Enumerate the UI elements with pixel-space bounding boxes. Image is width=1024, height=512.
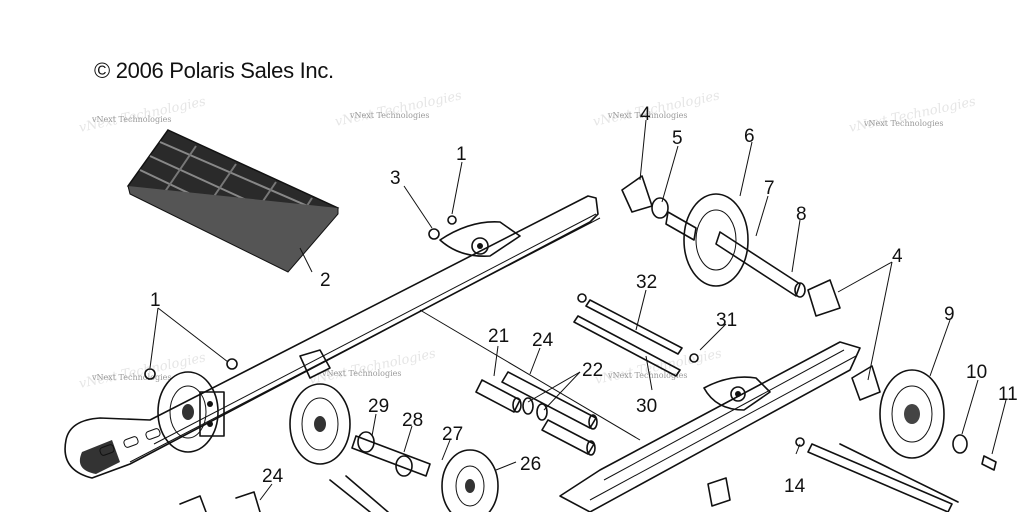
bumper-pad-part	[126, 129, 340, 273]
top-idler-wheel	[621, 175, 841, 317]
callout-10: 10	[966, 362, 987, 383]
copyright-notice: © 2006 Polaris Sales Inc.	[94, 58, 334, 83]
callout-27: 27	[442, 424, 463, 445]
center-shafts	[419, 293, 699, 456]
watermark: vNext Technologies	[607, 371, 687, 380]
left-wheels	[157, 371, 351, 465]
callout-22: 22	[582, 360, 603, 381]
watermark: vNext Technologies	[321, 369, 401, 378]
callout-28: 28	[402, 410, 423, 431]
callout-24: 24	[262, 466, 284, 487]
callout-4: 4	[892, 246, 903, 267]
callout-9: 9	[944, 304, 955, 325]
callout-21: 21	[488, 326, 509, 347]
callout-24: 24	[532, 330, 554, 351]
callout-11: 11	[998, 384, 1018, 405]
right-wheel	[879, 369, 997, 471]
callout-8: 8	[796, 204, 807, 225]
callout-14: 14	[784, 476, 806, 497]
callout-4: 4	[640, 104, 651, 125]
watermark: vNext Technologies	[349, 111, 429, 120]
callout-29: 29	[368, 396, 389, 417]
axle-assembly	[329, 431, 499, 512]
callout-2: 2	[320, 270, 331, 291]
callout-7: 7	[764, 178, 775, 199]
callout-labels: 1 1 2 3 4 4 5 6 7 8 9 10 11 14 21 22 24 …	[150, 104, 1018, 497]
right-rail	[559, 341, 881, 512]
leader-lines	[149, 119, 1007, 501]
watermark-ghost: vNext Technologies	[308, 346, 438, 388]
fasteners	[144, 215, 457, 512]
watermark: vNext Technologies	[91, 115, 171, 124]
watermark: vNext Technologies	[607, 111, 687, 120]
right-lower-shafts	[707, 437, 959, 512]
watermark-ghost: vNext Technologies	[848, 94, 978, 136]
callout-26: 26	[520, 454, 541, 475]
watermark: vNext Technologies	[91, 373, 171, 382]
left-rail	[64, 195, 601, 479]
watermark: vNext Technologies	[863, 119, 943, 128]
callout-31: 31	[716, 310, 737, 331]
callout-1: 1	[456, 144, 467, 165]
callout-6: 6	[744, 126, 755, 147]
watermark-ghost: vNext Technologies	[334, 88, 464, 130]
watermarks: vNext Technologies vNext Technologies vN…	[78, 88, 978, 392]
watermark-ghost: vNext Technologies	[592, 88, 722, 130]
callout-30: 30	[636, 396, 657, 417]
callout-32: 32	[636, 272, 657, 293]
callout-5: 5	[672, 128, 683, 149]
callout-1: 1	[150, 290, 161, 311]
callout-3: 3	[390, 168, 401, 189]
